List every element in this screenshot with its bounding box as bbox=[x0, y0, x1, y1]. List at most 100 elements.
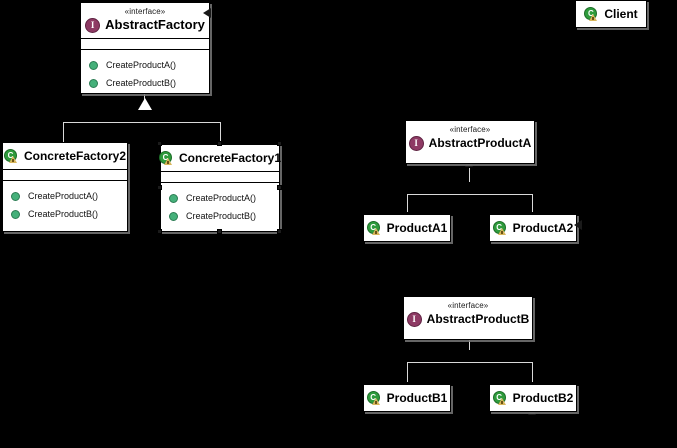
productb1-header: ProductB1 bbox=[364, 385, 450, 411]
class-icon bbox=[158, 150, 174, 166]
client-title-row: Client bbox=[582, 6, 640, 22]
abstractfactory-name: AbstractFactory bbox=[105, 17, 205, 32]
concretefactory1-title-row: ConcreteFactory1 bbox=[158, 150, 281, 166]
class-icon bbox=[584, 6, 599, 22]
arrowhead-abstractfactory-right bbox=[203, 8, 211, 18]
arrowhead-producta2-right bbox=[574, 220, 582, 230]
abstractfactory-separator-1 bbox=[81, 38, 209, 39]
selection-handle[interactable] bbox=[157, 229, 162, 234]
productb2-title-row: ProductB2 bbox=[492, 390, 573, 406]
concretefactory2-header: ConcreteFactory2 bbox=[3, 143, 127, 169]
public-operation-icon bbox=[11, 191, 20, 201]
public-operation-icon bbox=[169, 193, 178, 203]
class-icon bbox=[366, 390, 382, 406]
public-operation-icon bbox=[89, 78, 98, 88]
operation-row[interactable]: CreateProductA() bbox=[169, 189, 275, 207]
selection-handle[interactable] bbox=[217, 229, 222, 234]
producta2-name: ProductA2 bbox=[512, 221, 574, 235]
operation-label: CreateProductA() bbox=[106, 60, 177, 70]
selection-handle[interactable] bbox=[157, 141, 162, 146]
abstractproducta-header: «interface» AbstractProductA bbox=[406, 121, 534, 156]
connector-concretefactory1-riser bbox=[220, 122, 221, 142]
abstractfactory-operations: CreateProductA() CreateProductB() bbox=[81, 50, 209, 98]
abstractproducta-name: AbstractProductA bbox=[428, 136, 532, 150]
class-icon bbox=[492, 220, 508, 236]
operation-row[interactable]: CreateProductA() bbox=[89, 56, 205, 74]
generalization-arrowhead-abstractfactory bbox=[138, 98, 152, 110]
operation-row[interactable]: CreateProductB() bbox=[89, 74, 205, 92]
operation-row[interactable]: CreateProductB() bbox=[11, 205, 123, 223]
concretefactory1-attributes bbox=[161, 172, 279, 182]
operation-label: CreateProductB() bbox=[28, 209, 99, 219]
class-box-client[interactable]: Client bbox=[575, 0, 647, 28]
concretefactory2-attributes bbox=[3, 170, 127, 180]
connector-productb1-riser bbox=[407, 362, 408, 382]
operation-row[interactable]: CreateProductA() bbox=[11, 187, 123, 205]
concretefactory2-name: ConcreteFactory2 bbox=[23, 149, 127, 163]
public-operation-icon bbox=[89, 60, 98, 70]
class-box-concretefactory1[interactable]: ConcreteFactory1 CreateProductA() Create… bbox=[158, 144, 281, 232]
abstractproductb-name: AbstractProductB bbox=[426, 312, 530, 326]
connector-productb-bar bbox=[407, 362, 532, 363]
client-name: Client bbox=[604, 7, 638, 21]
class-icon bbox=[366, 220, 382, 236]
abstractfactory-header: «interface» AbstractFactory bbox=[81, 3, 209, 38]
concretefactory1-name: ConcreteFactory1 bbox=[178, 151, 282, 165]
selection-handle[interactable] bbox=[277, 229, 282, 234]
abstractfactory-title-row: AbstractFactory bbox=[85, 17, 205, 33]
selection-handle[interactable] bbox=[217, 141, 222, 146]
abstractfactory-separator-2 bbox=[81, 49, 209, 50]
operation-row[interactable]: CreateProductB() bbox=[169, 207, 275, 225]
selection-handle[interactable] bbox=[277, 141, 282, 146]
producta2-header: ProductA2 bbox=[490, 215, 576, 241]
selection-handle[interactable] bbox=[157, 185, 162, 190]
connector-producta-stem bbox=[469, 168, 470, 182]
connector-producta-bar bbox=[407, 194, 532, 195]
operation-label: CreateProductB() bbox=[186, 211, 257, 221]
abstractfactory-stereotype: «interface» bbox=[124, 7, 166, 16]
connector-producta2-riser bbox=[532, 194, 533, 212]
productb1-title-row: ProductB1 bbox=[366, 390, 447, 406]
productb2-header: ProductB2 bbox=[490, 385, 576, 411]
class-icon bbox=[492, 390, 508, 406]
public-operation-icon bbox=[11, 209, 20, 219]
producta1-name: ProductA1 bbox=[386, 221, 448, 235]
client-header: Client bbox=[576, 1, 646, 27]
concretefactory2-separator-1 bbox=[3, 169, 127, 170]
producta2-title-row: ProductA2 bbox=[492, 220, 573, 236]
concretefactory1-separator-2 bbox=[161, 182, 279, 183]
producta1-header: ProductA1 bbox=[364, 215, 450, 241]
selection-handle[interactable] bbox=[277, 185, 282, 190]
operation-label: CreateProductB() bbox=[106, 78, 177, 88]
class-box-abstractfactory[interactable]: «interface» AbstractFactory CreateProduc… bbox=[80, 2, 210, 94]
operation-label: CreateProductA() bbox=[28, 191, 99, 201]
abstractproductb-header: «interface» AbstractProductB bbox=[404, 297, 532, 332]
class-box-productb1[interactable]: ProductB1 bbox=[363, 384, 451, 412]
class-box-abstractproductb[interactable]: «interface» AbstractProductB bbox=[403, 296, 533, 340]
class-box-concretefactory2[interactable]: ConcreteFactory2 CreateProductA() Create… bbox=[2, 142, 128, 232]
concretefactory1-header: ConcreteFactory1 bbox=[158, 145, 281, 171]
class-box-producta2[interactable]: ProductA2 bbox=[489, 214, 577, 242]
connector-concretefactory2-riser bbox=[63, 122, 64, 142]
class-icon bbox=[3, 148, 19, 164]
class-box-productb2[interactable]: ProductB2 bbox=[489, 384, 577, 412]
concretefactory2-operations: CreateProductA() CreateProductB() bbox=[3, 181, 127, 229]
connector-producta1-riser bbox=[407, 194, 408, 212]
connector-productb2-riser bbox=[532, 362, 533, 382]
productb2-name: ProductB2 bbox=[512, 391, 574, 405]
interface-icon bbox=[408, 135, 424, 151]
abstractproductb-stereotype: «interface» bbox=[447, 301, 489, 310]
class-box-producta1[interactable]: ProductA1 bbox=[363, 214, 451, 242]
class-box-abstractproducta[interactable]: «interface» AbstractProductA bbox=[405, 120, 535, 164]
concretefactory1-operations: CreateProductA() CreateProductB() bbox=[161, 183, 279, 231]
abstractproductb-title-row: AbstractProductB bbox=[406, 311, 529, 327]
abstractproducta-stereotype: «interface» bbox=[449, 125, 491, 134]
concretefactory2-title-row: ConcreteFactory2 bbox=[3, 148, 126, 164]
interface-icon bbox=[406, 311, 422, 327]
interface-icon bbox=[85, 17, 101, 33]
operation-label: CreateProductA() bbox=[186, 193, 257, 203]
connector-productb-stem bbox=[469, 336, 470, 350]
abstractfactory-attributes bbox=[81, 39, 209, 49]
public-operation-icon bbox=[169, 211, 178, 221]
